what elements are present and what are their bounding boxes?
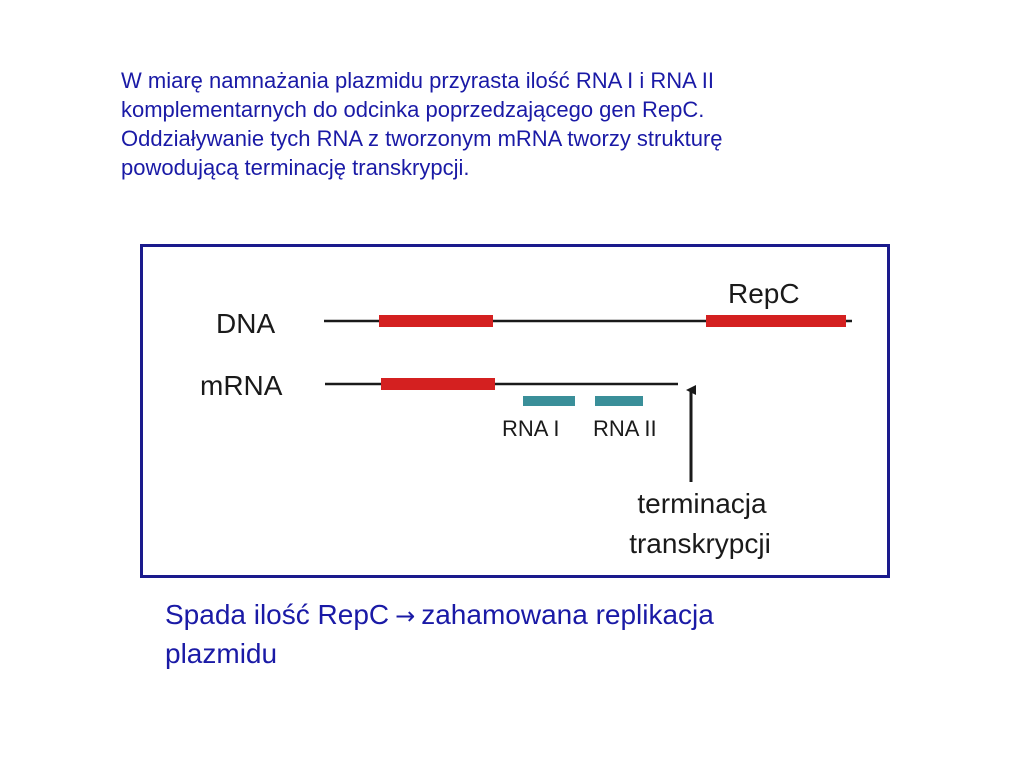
mrna-label: mRNA	[200, 370, 283, 401]
intro-line-4: powodującą terminację transkrypcji.	[121, 155, 470, 180]
conclusion-line-2: plazmidu	[165, 638, 278, 669]
conclusion-part-1: Spada ilość RepC	[165, 599, 390, 630]
intro-line-1: W miarę namnażania plazmidu przyrasta il…	[121, 68, 714, 93]
conclusion-part-2: zahamowana replikacja	[421, 599, 714, 630]
rna-1-label: RNA I	[502, 416, 559, 441]
dna-label: DNA	[216, 308, 275, 339]
intro-line-3: Oddziaływanie tych RNA z tworzonym mRNA …	[121, 126, 723, 151]
repc-label: RepC	[728, 278, 800, 309]
right-arrow-icon: →	[395, 602, 416, 630]
mrna-transcript-segment	[381, 378, 495, 390]
dna-promoter-segment	[379, 315, 493, 327]
intro-text: W miarę namnażania plazmidu przyrasta il…	[121, 66, 921, 182]
intro-line-2: komplementarnych do odcinka poprzedzając…	[121, 97, 705, 122]
rna-2-label: RNA II	[593, 416, 657, 441]
termination-label-line-1: terminacja	[637, 488, 767, 519]
rna-1-segment	[523, 396, 575, 406]
termination-label-line-2: transkrypcji	[629, 528, 771, 559]
repc-gene-segment	[706, 315, 846, 327]
diagram-frame	[140, 244, 890, 578]
conclusion-text: Spada ilość RepC→zahamowana replikacja p…	[165, 596, 905, 673]
rna-2-segment	[595, 396, 643, 406]
